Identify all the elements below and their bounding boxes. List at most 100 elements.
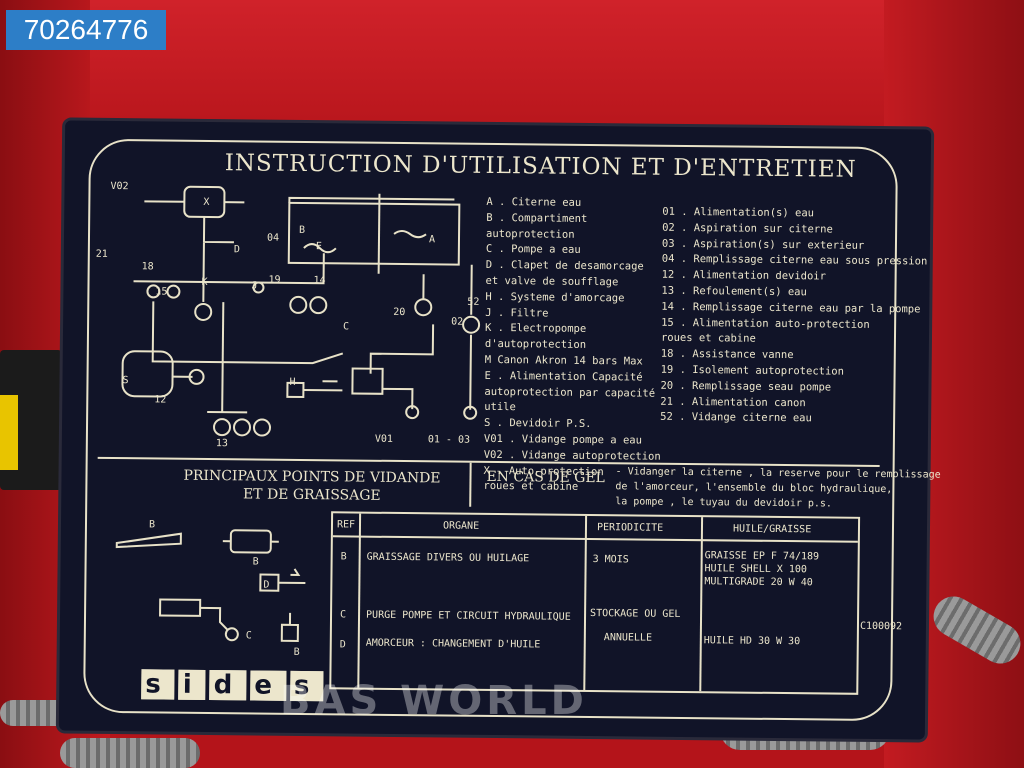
pipe-c: [369, 274, 435, 374]
label-21: 21: [95, 248, 108, 260]
tap-b-icon: [280, 612, 299, 642]
table-header-divider: [332, 535, 858, 543]
valve-k: [252, 281, 265, 294]
label-k: K: [201, 276, 208, 288]
huile-line: GRAISSE EP F 74/189: [704, 550, 820, 563]
huile-line: MULTIGRADE 20 W 40: [704, 576, 813, 589]
label-c: C: [343, 321, 350, 333]
outlet-13a: [213, 418, 232, 437]
valve-21: [146, 284, 161, 299]
label-b: B: [299, 224, 306, 237]
legend-left-line: et valve de soufflage: [485, 274, 619, 289]
valve-d-icon: [278, 568, 306, 585]
pipe-h: [303, 380, 343, 392]
legend-left-line: d'autoprotection: [484, 338, 587, 352]
label-14: 14: [313, 275, 326, 287]
pipe-c-icon: [200, 606, 229, 631]
motor-icon: [229, 529, 272, 554]
label-12: 12: [154, 394, 167, 406]
label-v01: V01: [374, 433, 394, 445]
label-19: 19: [268, 274, 281, 286]
label-lower-b1: B: [148, 519, 156, 531]
legend-left-line: M Canon Akron 14 bars Max: [484, 353, 643, 368]
instruction-plate: INSTRUCTION D'UTILISATION ET D'ENTRETIEN: [58, 120, 941, 740]
table-row-periodicite: 3 MOIS: [592, 554, 629, 566]
valve-19: [289, 295, 308, 314]
sides-letter: i: [178, 669, 206, 700]
table-col-divider: [357, 513, 362, 688]
label-j: J: [251, 280, 258, 292]
table-row-ref: C: [339, 609, 347, 621]
table-header-ref: REF: [336, 519, 356, 531]
listing-id-badge: 70264776: [6, 10, 166, 50]
tank-divider: [377, 193, 381, 274]
label-15: 15: [155, 286, 168, 298]
table-row-organe: PURGE POMPE ET CIRCUIT HYDRAULIQUE: [365, 609, 571, 623]
table-row-ref: B: [340, 551, 347, 563]
water-waves: [303, 230, 427, 254]
red-vehicle-body-top: [90, 0, 890, 130]
pipe-b: [133, 253, 325, 285]
reel-s: [121, 350, 174, 398]
legend-left-line: V01 . Vidange pompe a eau: [483, 432, 643, 447]
pipe-v01: [382, 387, 414, 410]
huile-line: HUILE SHELL X 100: [704, 563, 807, 576]
pump-c: [351, 367, 384, 395]
legend-left-line: J . Filtre: [485, 306, 549, 320]
valve-14: [309, 296, 328, 315]
legend-left: A . Citerne eau B . Compartiment autopro…: [483, 195, 663, 497]
outlet-13c: [253, 418, 272, 437]
hose-left: [0, 700, 70, 726]
label-01-03: 01 - 03: [427, 434, 471, 446]
watermark: BAS WORLD: [280, 678, 588, 724]
label-13: 13: [215, 438, 228, 450]
legend-left-line: autoprotection par capacité: [484, 385, 656, 400]
grease-gun-icon: [115, 532, 182, 549]
label-a: A: [428, 234, 436, 246]
pipe-main: [202, 216, 234, 302]
legend-left-line: E . Alimentation Capacité: [484, 369, 643, 384]
label-lower-c: C: [245, 630, 252, 642]
lubrication-points-diagram: [115, 529, 306, 642]
table-col-divider: [699, 517, 704, 692]
table-header-organe: ORGANE: [442, 520, 480, 532]
drain-v01: [405, 405, 420, 420]
hydraulic-schematic: [121, 185, 481, 437]
label-18: 18: [141, 261, 154, 273]
legend-right: 01 . Alimentation(s) eau 02 . Aspiration…: [660, 205, 928, 429]
label-04: 04: [266, 232, 280, 244]
maintenance-table: REF ORGANE PERIODICITE HUILE/GRAISSE B G…: [329, 511, 861, 695]
sides-letter: d: [209, 670, 247, 701]
label-20: 20: [393, 306, 406, 319]
table-row-huile: HUILE HD 30 W 30: [704, 635, 800, 647]
label-d: D: [233, 244, 240, 256]
plate-code: C100092: [859, 620, 903, 633]
valve-12: [188, 368, 205, 385]
table-col-divider: [583, 515, 588, 690]
label-v02: V02: [110, 180, 129, 193]
label-lower-b2: B: [252, 556, 259, 568]
valve-02: [462, 315, 481, 334]
section-gel-text: - Vidanger la citerne , la reserve pour …: [615, 464, 941, 512]
pipe-13: [207, 362, 248, 414]
table-row-periodicite: ANNUELLE: [603, 632, 653, 644]
table-row-ref: D: [339, 639, 346, 651]
yellow-label: [0, 395, 18, 470]
pipe-02: [469, 264, 473, 410]
table-header-huile: HUILE/GRAISSE: [732, 523, 812, 536]
pipe-k: [151, 301, 344, 365]
legend-left-line: C . Pompe a eau: [485, 243, 581, 257]
legend-left-line: D . Clapet de desamorcage: [485, 259, 644, 273]
legend-right-line: 52 . Vidange citerne eau: [660, 411, 812, 425]
huile-line: HUILE HD 30 W 30: [703, 635, 801, 648]
pump-c-icon: [159, 598, 202, 617]
section-gel-label: EN CAS DE GEL: [486, 468, 605, 487]
table-row-huile: GRAISSE EP F 74/189 HUILE SHELL X 100 MU…: [704, 549, 819, 589]
legend-left-line: K . Electropompe: [485, 322, 587, 336]
valve-18: [166, 284, 181, 299]
box-h: [286, 381, 305, 399]
label-02: 02: [451, 316, 464, 328]
label-52: 52: [467, 296, 480, 308]
pipe-15: [221, 302, 225, 363]
legend-left-line: A . Citerne eau: [486, 195, 582, 209]
